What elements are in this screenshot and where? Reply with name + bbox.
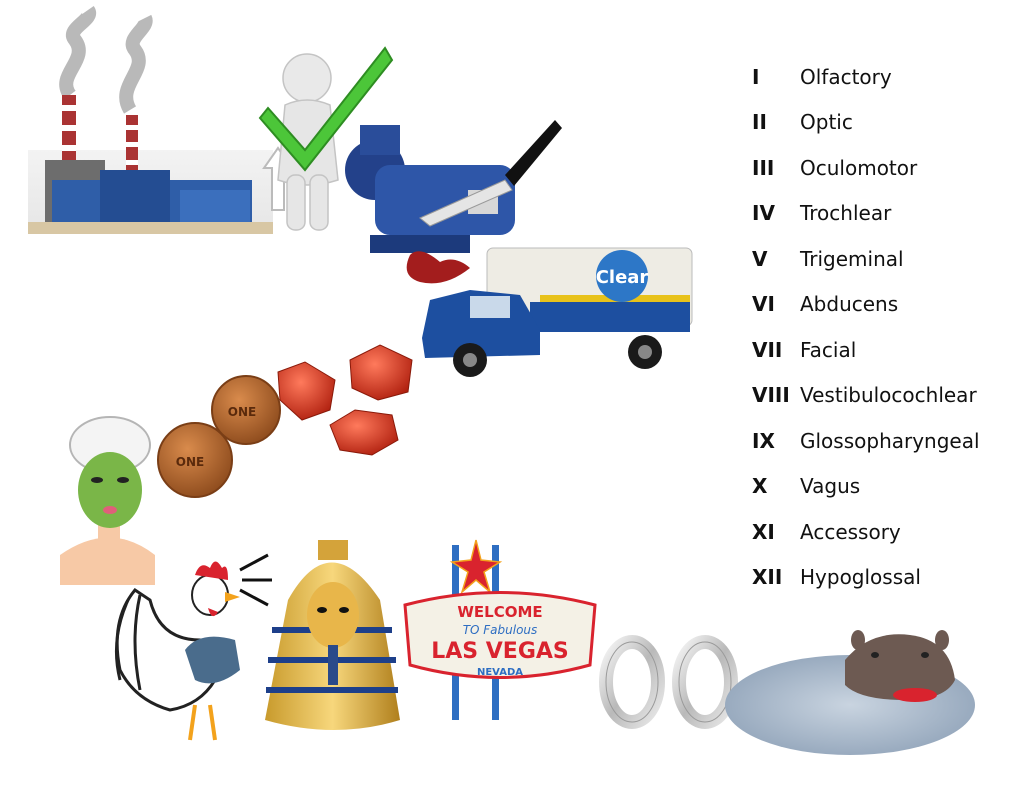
nerve-name: Accessory: [800, 519, 901, 544]
nerve-row: X Vagus: [752, 464, 980, 510]
rings-image: [599, 635, 738, 729]
nerve-numeral: IX: [752, 428, 775, 453]
checkmark-person-image: [258, 46, 394, 231]
power-plant-image: [28, 5, 273, 234]
coins-image: ONE ONE: [157, 375, 281, 498]
face-mask-woman-image: [60, 416, 155, 585]
nerve-numeral: XII: [752, 565, 783, 590]
nerve-name: Trigeminal: [800, 246, 904, 271]
nerve-numeral: IV: [752, 201, 775, 226]
nerve-row: V Trigeminal: [752, 236, 980, 282]
nerve-numeral: VIII: [752, 383, 790, 408]
vegas-sign-middle: TO Fabulous: [463, 623, 538, 637]
nerve-name: Glossopharyngeal: [800, 428, 980, 453]
nerve-name: Abducens: [800, 292, 899, 317]
pharaoh-mask-image: [265, 540, 400, 730]
nerve-row: IX Glossopharyngeal: [752, 418, 980, 464]
nerve-numeral: II: [752, 110, 767, 135]
rooster-image: [114, 553, 272, 741]
coin-text-2: ONE: [228, 405, 256, 419]
nerve-name: Hypoglossal: [800, 565, 921, 590]
nerve-name: Olfactory: [800, 64, 892, 89]
nerve-numeral: I: [752, 64, 760, 89]
nerve-row: XI Accessory: [752, 509, 980, 555]
nerve-name: Trochlear: [800, 201, 892, 226]
coin-text-1: ONE: [176, 455, 204, 469]
nerve-row: II Optic: [752, 100, 980, 146]
las-vegas-sign-image: WELCOME TO Fabulous LAS VEGAS NEVADA: [403, 539, 597, 720]
vegas-sign-main: LAS VEGAS: [431, 639, 569, 664]
ruby-gems-image: [277, 344, 413, 456]
vegas-sign-bottom: NEVADA: [477, 667, 523, 678]
nerve-name: Optic: [800, 110, 853, 135]
nerve-row: VI Abducens: [752, 282, 980, 328]
nerve-numeral: XI: [752, 519, 775, 544]
motor-knife-image: [345, 120, 562, 284]
nerve-numeral: X: [752, 474, 768, 499]
nerve-numeral: VI: [752, 292, 775, 317]
truck-logo-text: Clear: [596, 267, 649, 288]
nerve-numeral: VII: [752, 337, 783, 362]
nerve-row: VIII Vestibulocochlear: [752, 373, 980, 419]
nerve-name: Vestibulocochlear: [800, 383, 977, 408]
nerve-row: III Oculomotor: [752, 145, 980, 191]
nerve-numeral: III: [752, 155, 775, 180]
hippo-image: [725, 630, 975, 755]
nerve-name: Vagus: [800, 474, 861, 499]
truck-image: Clear: [422, 247, 693, 377]
nerve-name: Oculomotor: [800, 155, 918, 180]
vegas-sign-top: WELCOME: [457, 603, 542, 621]
nerve-row: I Olfactory: [752, 54, 980, 100]
nerve-row: XII Hypoglossal: [752, 555, 980, 601]
nerve-row: IV Trochlear: [752, 191, 980, 237]
nerve-numeral: V: [752, 246, 768, 271]
nerve-name: Facial: [800, 337, 857, 362]
nerve-row: VII Facial: [752, 327, 980, 373]
